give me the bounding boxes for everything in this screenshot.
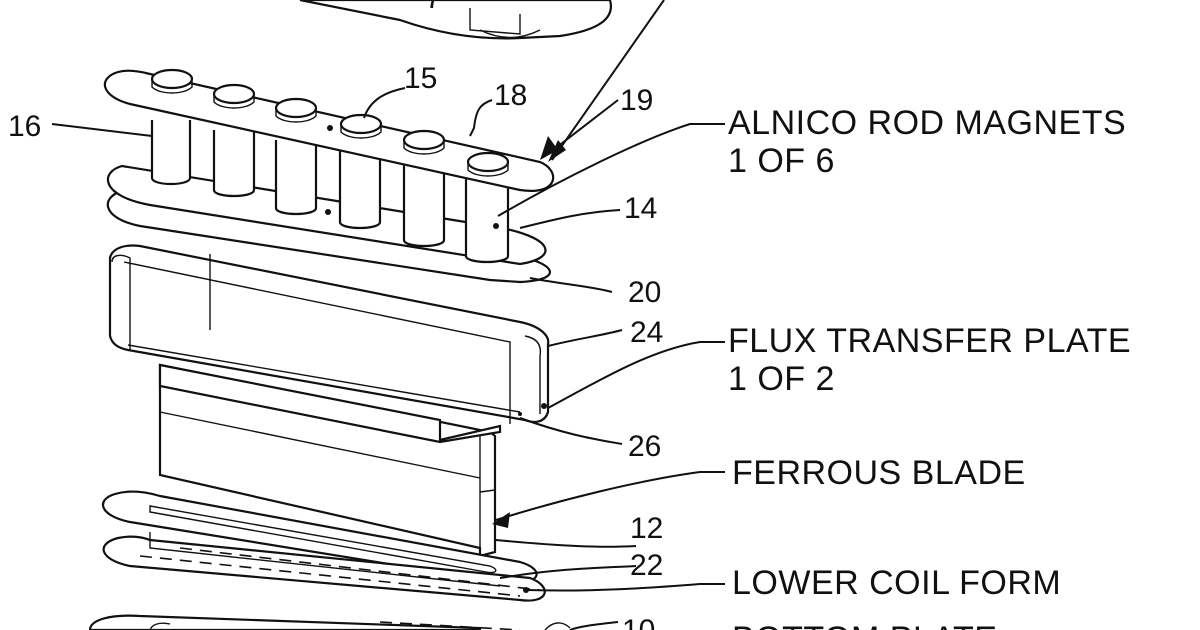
numeral-20: 20: [628, 276, 661, 309]
numeral-15: 15: [404, 62, 437, 95]
numeral-26: 26: [628, 430, 661, 463]
numeral-7: 7: [425, 0, 442, 15]
callout-labels: ALNICO ROD MAGNETS 1 OF 6 FLUX TRANSFER …: [728, 104, 1131, 630]
numeral-24: 24: [630, 316, 663, 349]
label-lower-coil-form: LOWER COIL FORM: [732, 564, 1061, 602]
top-cover-part: [300, 0, 611, 38]
label-ferrous-blade: FERROUS BLADE: [732, 454, 1026, 492]
numeral-16: 16: [8, 110, 41, 143]
numeral-19: 19: [620, 84, 653, 117]
numeral-12: 12: [630, 512, 663, 545]
numeral-18: 18: [494, 79, 527, 112]
numeral-10: 10: [622, 614, 655, 630]
label-flux-line1: FLUX TRANSFER PLATE: [728, 322, 1131, 360]
numeral-14: 14: [624, 192, 657, 225]
label-alnico-line2: 1 OF 6: [728, 142, 835, 180]
label-flux-line2: 1 OF 2: [728, 360, 835, 398]
label-alnico-line1: ALNICO ROD MAGNETS: [728, 104, 1126, 142]
bottom-plate-part: [90, 616, 570, 630]
label-bottom-plate: BOTTOM PLATE: [732, 620, 997, 630]
numeral-22: 22: [630, 549, 663, 582]
